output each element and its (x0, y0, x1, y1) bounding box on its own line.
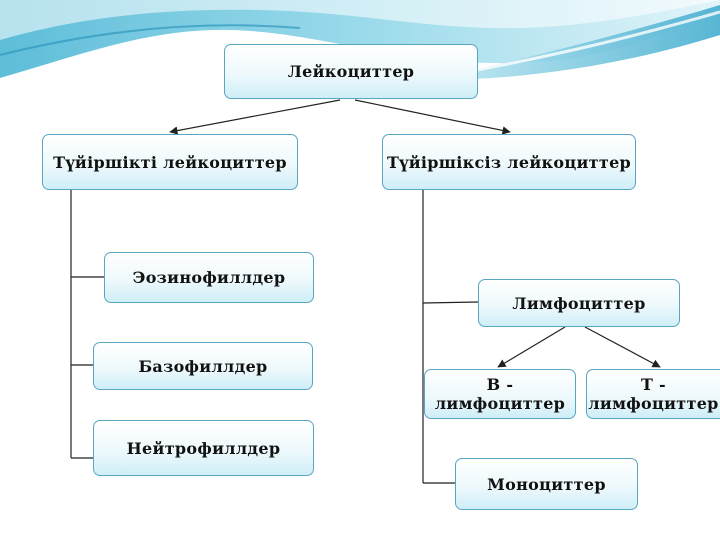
arrow-root-to-right (354, 99, 511, 135)
node-neutrophils: Нейтрофиллдер (93, 420, 314, 476)
node-t-lymphocytes: Т - лимфоциттер (586, 369, 720, 419)
node-lymphocytes-label: Лимфоциттер (512, 293, 646, 313)
node-basophils-label: Базофиллдер (138, 356, 268, 376)
arrow-lymph-to-b (497, 326, 566, 368)
right-tick-lymphocytes (422, 301, 479, 304)
node-t-lymphocytes-line2: лимфоциттер (588, 394, 719, 413)
arrow-root-to-left (169, 99, 341, 135)
arrow-lymph-to-t (584, 326, 661, 368)
node-granular-leukocytes: Түйіршікті лейкоциттер (42, 134, 298, 190)
node-eosinophils-label: Эозинофиллдер (132, 268, 286, 287)
node-b-lymphocytes: В - лимфоциттер (424, 369, 576, 419)
node-monocytes-label: Моноциттер (487, 474, 606, 494)
node-t-lymphocytes-line1: Т - (640, 375, 667, 394)
root-node-label: Лейкоциттер (287, 62, 415, 81)
node-b-lymphocytes-line2: лимфоциттер (434, 394, 566, 413)
node-neutrophils-label: Нейтрофиллдер (126, 438, 281, 458)
node-b-lymphocytes-line1: В - (486, 375, 514, 394)
node-eosinophils: Эозинофиллдер (104, 252, 314, 303)
node-lymphocytes: Лимфоциттер (478, 279, 680, 327)
node-granular-label: Түйіршікті лейкоциттер (53, 152, 287, 172)
node-agranular-leukocytes: Түйіршіксіз лейкоциттер (382, 134, 636, 190)
node-basophils: Базофиллдер (93, 342, 313, 390)
node-monocytes: Моноциттер (455, 458, 638, 510)
node-agranular-label: Түйіршіксіз лейкоциттер (386, 152, 632, 172)
root-node-leukocytes: Лейкоциттер (224, 44, 478, 99)
